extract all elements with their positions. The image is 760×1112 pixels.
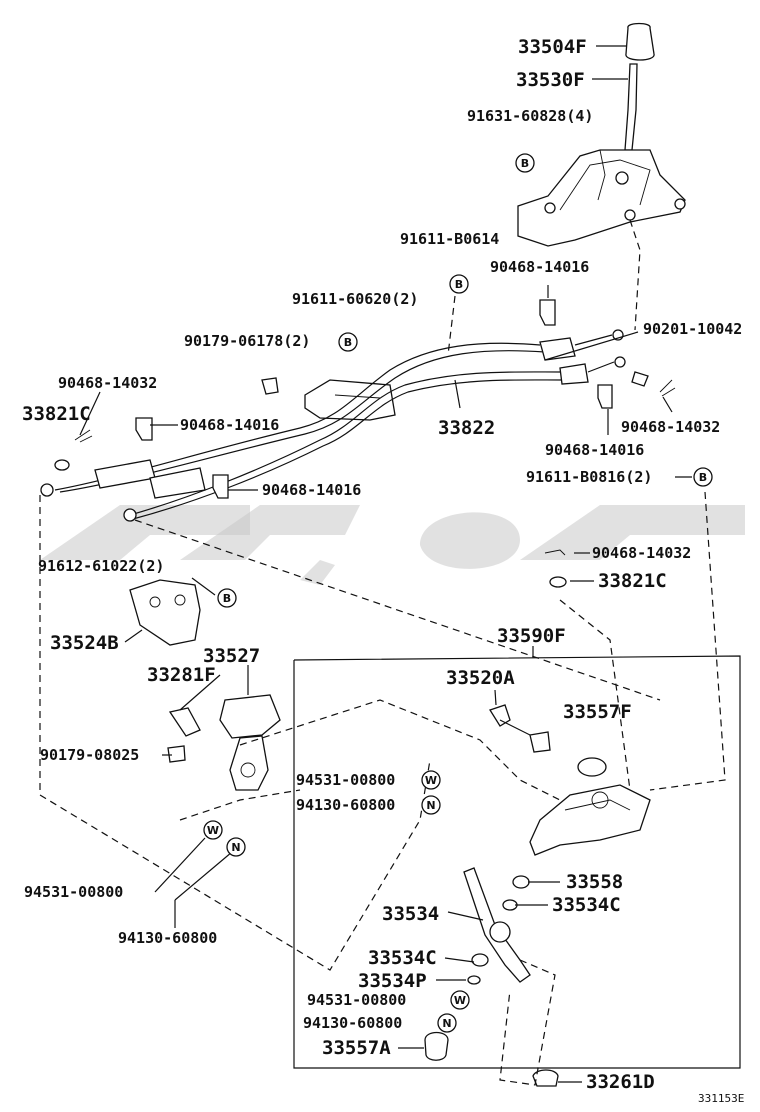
shift-knob [625, 22, 655, 61]
marker-n-icon: N [421, 795, 441, 815]
label-33822: 33822 [438, 417, 495, 439]
label-90468-14032-c: 90468-14032 [592, 544, 691, 562]
svg-text:W: W [207, 824, 219, 837]
part-labels: 33504F 33530F 91631-60828(4) 91611-B0614… [22, 36, 744, 1105]
label-33281f: 33281F [147, 664, 216, 686]
label-33261d: 33261D [586, 1071, 655, 1093]
label-90468-14016-c: 90468-14016 [545, 441, 644, 459]
label-91612-61022: 91612-61022(2) [38, 557, 164, 575]
svg-text:B: B [521, 157, 529, 170]
label-33534c-a: 33534C [552, 894, 621, 916]
label-33504f: 33504F [518, 36, 587, 58]
marker-b-icon: B [217, 588, 237, 608]
svg-text:B: B [455, 278, 463, 291]
cable-bracket [304, 379, 396, 421]
leader-lines [79, 45, 692, 1083]
label-33520a: 33520A [446, 667, 515, 689]
label-33527: 33527 [203, 645, 260, 667]
circled-markers: B B B B B W N W N W N [203, 153, 713, 1033]
marker-b-icon: B [693, 467, 713, 487]
shift-cables [40, 329, 626, 522]
label-33821c-a: 33821C [22, 403, 91, 425]
label-94531-00800-c: 94531-00800 [307, 991, 406, 1009]
label-94130-60800-c: 94130-60800 [303, 1014, 402, 1032]
svg-text:N: N [231, 841, 240, 854]
shift-lever [624, 63, 638, 151]
watermark-logo [40, 505, 745, 585]
label-90468-14032-a: 90468-14032 [58, 374, 157, 392]
label-91611-60620: 91611-60620(2) [292, 290, 418, 308]
marker-b-icon: B [449, 274, 469, 294]
label-90468-14032-b: 90468-14032 [621, 418, 720, 436]
svg-text:N: N [442, 1017, 451, 1030]
marker-n-icon: N [437, 1013, 457, 1033]
label-90179-08025: 90179-08025 [40, 746, 139, 764]
svg-text:W: W [425, 774, 437, 787]
label-33534: 33534 [382, 903, 439, 925]
label-33590f: 33590F [497, 625, 566, 647]
label-90468-14016-a: 90468-14016 [490, 258, 589, 276]
label-91611-b0816: 91611-B0816(2) [526, 468, 652, 486]
bracket-33524b [129, 579, 201, 646]
label-94130-60800-b: 94130-60800 [118, 929, 217, 947]
label-91631-60828: 91631-60828(4) [467, 107, 593, 125]
label-33530f: 33530F [516, 69, 585, 91]
label-33557a: 33557A [322, 1037, 391, 1059]
svg-text:B: B [223, 592, 231, 605]
lever-assembly-33527 [167, 694, 281, 791]
label-94531-00800-a: 94531-00800 [296, 771, 395, 789]
label-33558: 33558 [566, 871, 623, 893]
label-94130-60800-a: 94130-60800 [296, 796, 395, 814]
clip-parts [54, 299, 676, 588]
svg-text:B: B [344, 336, 352, 349]
marker-w-icon: W [421, 770, 441, 790]
label-33557f: 33557F [563, 701, 632, 723]
svg-text:N: N [426, 799, 435, 812]
label-90468-14016-b: 90468-14016 [180, 416, 279, 434]
label-91611-b0614: 91611-B0614 [400, 230, 499, 248]
internal-parts [424, 704, 651, 1087]
label-33821c-b: 33821C [598, 570, 667, 592]
marker-n-icon: N [226, 837, 246, 857]
marker-w-icon: W [203, 820, 223, 840]
marker-b-icon: B [338, 332, 358, 352]
marker-b-icon: B [515, 153, 535, 173]
label-33524b: 33524B [50, 632, 119, 654]
label-90179-06178: 90179-06178(2) [184, 332, 310, 350]
label-33534p: 33534P [358, 970, 427, 992]
reference-code: 331153E [698, 1092, 744, 1105]
label-94531-00800-b: 94531-00800 [24, 883, 123, 901]
shift-housing [517, 149, 686, 247]
svg-text:B: B [699, 471, 707, 484]
label-33534c-b: 33534C [368, 947, 437, 969]
marker-w-icon: W [450, 990, 470, 1010]
label-90468-14016-d: 90468-14016 [262, 481, 361, 499]
label-90201-10042: 90201-10042 [643, 320, 742, 338]
svg-text:W: W [454, 994, 466, 1007]
